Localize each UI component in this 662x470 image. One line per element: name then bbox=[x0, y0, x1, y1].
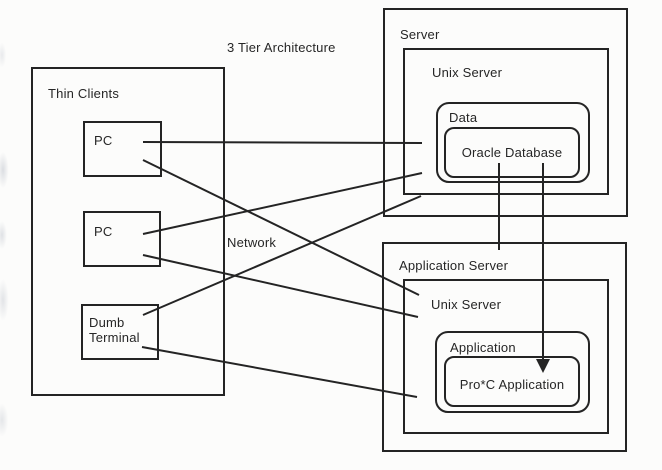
dumb-terminal-box: Dumb Terminal bbox=[81, 304, 159, 360]
application-server-box: Application Server bbox=[382, 242, 627, 452]
diagram-title: 3 Tier Architecture bbox=[227, 40, 336, 55]
data-label: Data bbox=[449, 110, 478, 125]
dumb-terminal-label: Dumb Terminal bbox=[89, 315, 140, 345]
oracle-database-box: Oracle Database bbox=[444, 127, 580, 178]
pc-2-box: PC bbox=[83, 211, 161, 267]
proc-application-box: Pro*C Application bbox=[444, 356, 580, 407]
network-label: Network bbox=[227, 235, 277, 250]
unix-server-bottom-label: Unix Server bbox=[431, 297, 502, 312]
unix-server-top-label: Unix Server bbox=[432, 65, 503, 80]
application-label: Application bbox=[450, 340, 516, 355]
thin-clients-box: Thin Clients bbox=[31, 67, 225, 396]
scan-artifact bbox=[0, 0, 18, 470]
pc-1-label: PC bbox=[94, 133, 113, 148]
server-box: Server bbox=[383, 8, 628, 217]
oracle-database-label: Oracle Database bbox=[461, 145, 563, 160]
unix-server-top-box: Unix Server bbox=[403, 48, 609, 195]
data-box: Data bbox=[436, 102, 590, 183]
application-box: Application bbox=[435, 331, 590, 413]
proc-application-label: Pro*C Application bbox=[459, 377, 565, 392]
server-label: Server bbox=[400, 27, 440, 42]
thin-clients-label: Thin Clients bbox=[48, 86, 120, 101]
application-server-label: Application Server bbox=[399, 258, 509, 273]
pc-1-box: PC bbox=[83, 121, 162, 177]
pc-2-label: PC bbox=[94, 224, 113, 239]
unix-server-bottom-box: Unix Server bbox=[403, 279, 609, 434]
